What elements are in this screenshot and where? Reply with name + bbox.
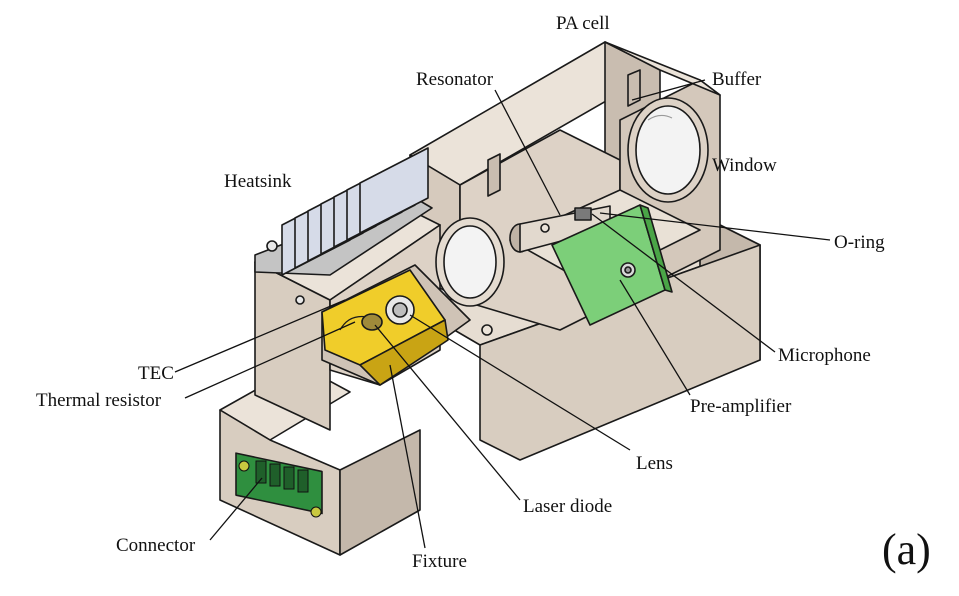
front-window-glass <box>443 225 497 299</box>
leader-resonator <box>494 89 561 216</box>
leader-lens <box>409 314 631 451</box>
buffer-slot-right <box>627 69 641 107</box>
label-pre-amplifier: Pre-amplifier <box>690 396 792 417</box>
label-resonator: Resonator <box>416 69 494 90</box>
microphone-body <box>574 207 592 221</box>
label-fixture: Fixture <box>412 551 467 572</box>
heatsink-fins <box>281 147 429 276</box>
leader-thermal-resistor <box>184 321 356 399</box>
leader-connector <box>209 477 263 541</box>
label-heatsink: Heatsink <box>224 171 292 192</box>
label-thermal-resistor: Thermal resistor <box>36 390 162 411</box>
label-laser-diode: Laser diode <box>523 496 613 517</box>
laser-diode-body <box>361 313 383 331</box>
label-buffer: Buffer <box>712 69 762 90</box>
leader-microphone <box>591 213 776 353</box>
label-o-ring: O-ring <box>834 232 885 253</box>
panel-label: (a) <box>882 525 931 574</box>
cell-right-top <box>604 41 721 96</box>
connector-terminals <box>255 460 309 493</box>
label-window: Window <box>712 155 777 176</box>
leader-o-ring <box>599 212 831 241</box>
leader-buffer <box>631 79 706 101</box>
leader-laser-diode <box>374 324 521 501</box>
leader-fixture <box>389 364 426 549</box>
label-connector: Connector <box>116 535 196 556</box>
label-tec: TEC <box>138 363 174 384</box>
label-microphone: Microphone <box>778 345 871 366</box>
label-lens: Lens <box>636 453 673 474</box>
window-glass <box>635 105 701 195</box>
buffer-slot-left <box>487 153 501 197</box>
label-pa-cell: PA cell <box>556 13 610 34</box>
leader-tec <box>174 299 346 373</box>
leader-pre-amplifier <box>619 279 691 396</box>
base-long-face <box>479 244 761 461</box>
front-block-side <box>339 429 421 556</box>
